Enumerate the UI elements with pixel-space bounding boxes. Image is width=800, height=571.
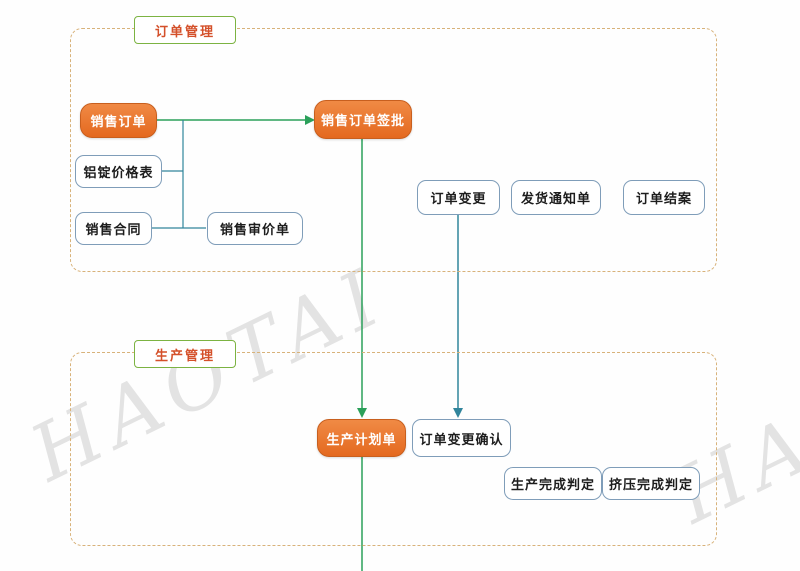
section-production-management-label: 生产管理	[134, 340, 236, 368]
node-production-completion-check: 生产完成判定	[504, 467, 602, 500]
node-order-closure: 订单结案	[623, 180, 705, 215]
node-sales-price-review: 销售审价单	[207, 212, 303, 245]
section-production-management: 生产管理	[70, 340, 717, 546]
section-order-management-label: 订单管理	[134, 16, 236, 44]
node-sales-contract: 销售合同	[75, 212, 152, 245]
node-aluminum-ingot-price-list: 铝锭价格表	[75, 155, 162, 188]
node-sales-order: 销售订单	[80, 103, 157, 138]
node-order-change: 订单变更	[417, 180, 500, 215]
node-order-change-confirmation: 订单变更确认	[412, 419, 511, 457]
node-extrusion-completion-check: 挤压完成判定	[602, 467, 700, 500]
node-production-plan: 生产计划单	[317, 419, 406, 457]
node-sales-order-approval: 销售订单签批	[314, 100, 412, 139]
node-delivery-notice: 发货通知单	[511, 180, 601, 215]
section-order-management: 订单管理	[70, 16, 717, 272]
